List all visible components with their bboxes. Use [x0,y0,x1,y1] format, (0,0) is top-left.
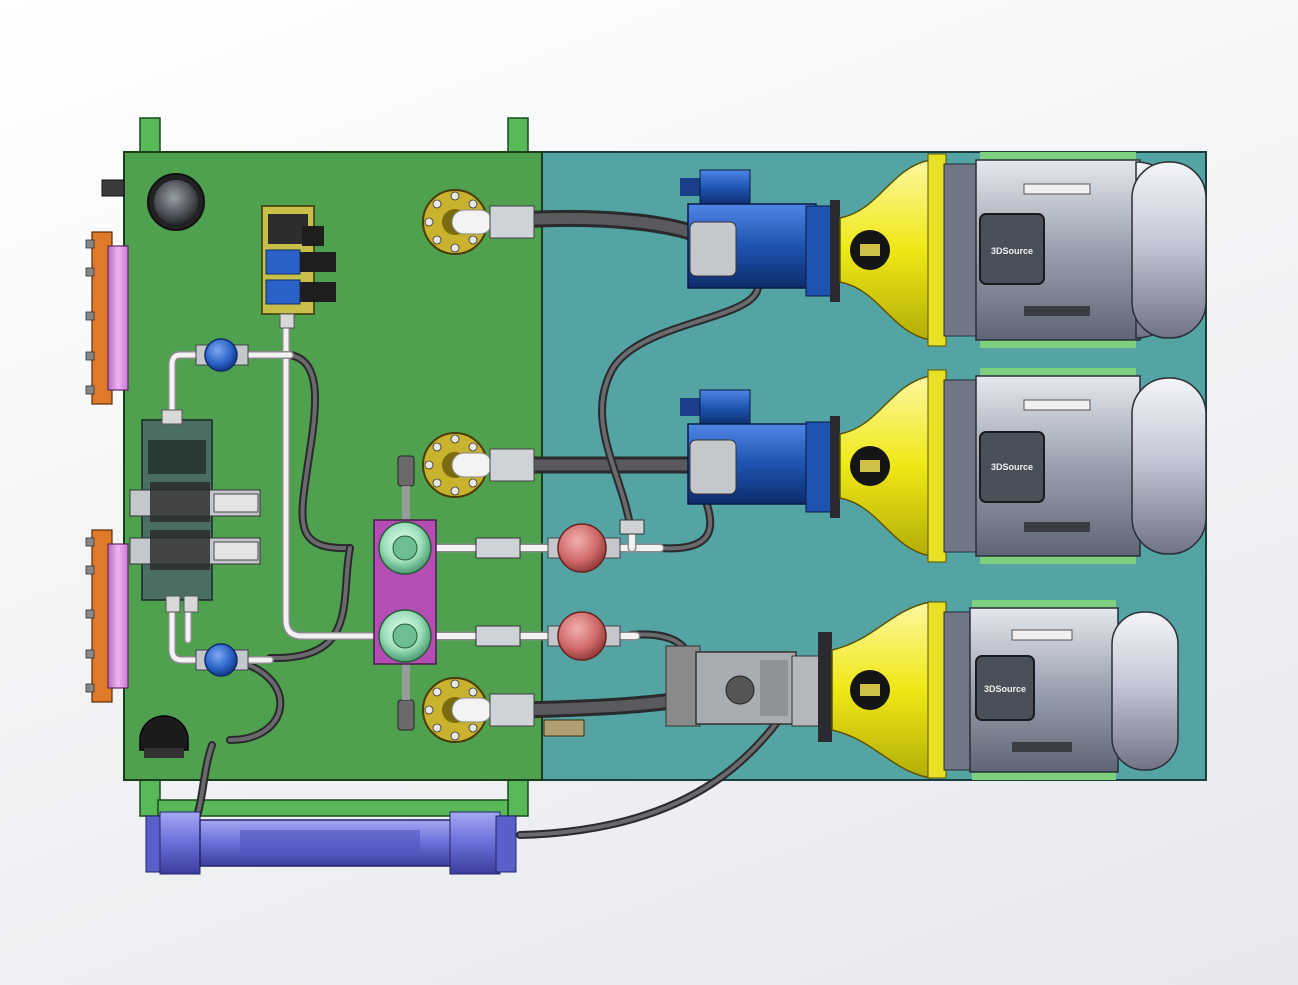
filler-breather-cap [147,173,205,231]
heat-exchanger [145,811,517,875]
check-valve-lower [547,611,621,661]
level-switch [101,179,125,197]
motor-unit-middle: 3DSource [680,368,1207,564]
junction-box [543,719,585,737]
motor-nameplate-brand: 3DSource [984,684,1026,694]
motor-unit-bottom: 3DSource [665,600,1179,780]
cleanout-cover-upper [85,231,129,405]
drain-ball-valve [139,715,189,758]
ball-valve-lower [195,643,249,677]
inline-fittings [475,519,645,647]
solenoid-valve-stack [261,205,336,329]
ball-valve-upper [195,338,249,372]
cleanout-cover-lower [85,529,129,703]
suction-flange-top [422,189,535,255]
directional-valve-block [129,409,261,613]
motor-nameplate-brand: 3DSource [991,462,1033,472]
suction-flange-bottom [422,677,535,743]
pressure-filter-manifold [373,455,437,731]
motor-unit-top: 3DSource [680,152,1207,348]
check-valve-upper [547,523,621,573]
motor-nameplate-brand: 3DSource [991,246,1033,256]
suction-flange-middle [422,432,535,498]
base-frame [139,117,529,817]
